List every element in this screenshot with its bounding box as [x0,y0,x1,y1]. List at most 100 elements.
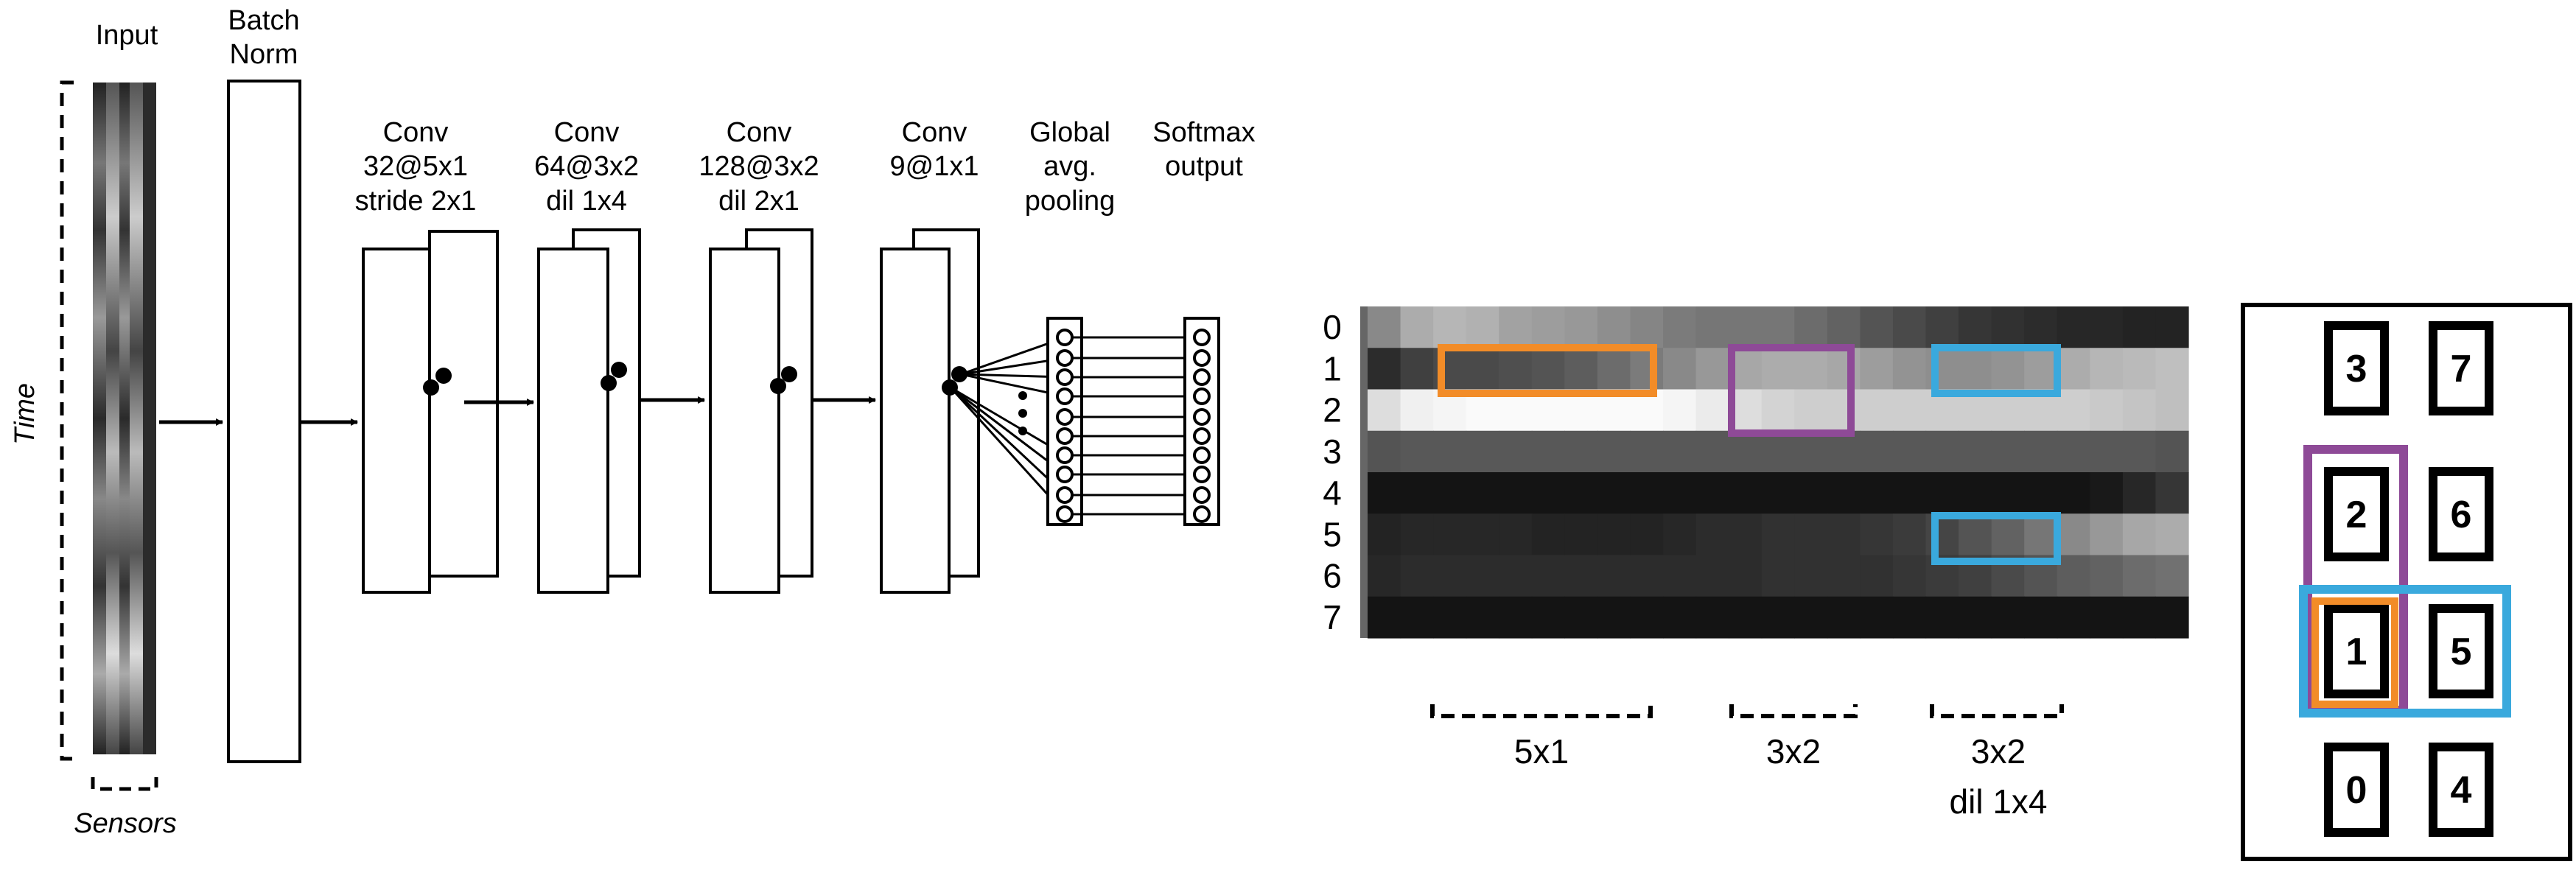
svg-text:9@1x1: 9@1x1 [890,151,979,182]
heatmap-cell [1663,555,1697,597]
heatmap-cell [1564,348,1598,390]
gap-nodes [1056,329,1074,523]
heatmap-cell [1991,596,2025,639]
heatmap-cell [1368,430,1401,473]
heatmap-cell [2122,596,2157,639]
svg-text:Conv: Conv [727,117,792,148]
heatmap-cell [1630,306,1664,348]
heatmap-cell [1729,596,1763,639]
heatmap-cell [1729,306,1763,348]
kernel-5x1-box [1438,344,1657,397]
heatmap-cell [1663,513,1697,556]
heatmap-cell [1761,430,1795,473]
heatmap-cell [1499,306,1533,348]
kernel-3x2-box [1728,344,1855,437]
heatmap-cell [1695,389,1729,432]
heatmap-cell [1827,389,1861,432]
heatmap-cell [1695,596,1729,639]
svg-text:output: output [1165,151,1243,182]
svg-text:dil 2x1: dil 2x1 [718,186,799,217]
heatmap-cell [1630,555,1664,597]
heatmap-cell [2057,306,2090,348]
svg-text:Conv: Conv [902,117,967,148]
heatmap-cell [1466,513,1499,556]
heatmap-cell [1794,472,1828,514]
heatmap-cell [1466,430,1499,473]
heatmap-cell [1564,596,1598,639]
pooling-node [1056,329,1074,346]
heatmap-axis-bar [1360,306,1368,638]
svg-text:64@3x2: 64@3x2 [534,151,639,182]
heatmap-cell [1531,348,1565,390]
heatmap-cell [1860,430,1894,473]
heatmap-cell [1827,596,1861,639]
heatmap-cell [1860,348,1894,390]
heatmap-cell [1433,513,1467,556]
heatmap-cell [1597,472,1631,514]
heatmap-cell [2090,596,2124,639]
heatmap-cell [1794,430,1828,473]
grid-orange-highlight [2311,597,2398,708]
sensors-bracket [91,777,158,791]
heatmap-cell [2090,472,2124,514]
kernel-label-3x2: 3x2 [1766,732,1821,771]
heatmap-cell [2090,555,2124,597]
sensor-cell [2429,321,2493,415]
heatmap-cell [1630,348,1664,390]
pooling-node [1056,427,1074,445]
heatmap-cell [1991,348,2025,390]
sensor-cell-label: 2 [2346,494,2367,536]
heatmap-cell [1761,472,1795,514]
kernel-label-dil: dil 1x4 [1950,782,2048,821]
kernel-brackets [1430,704,2064,718]
conv4-labels: Conv 9@1x1 [890,117,979,182]
conv2-block [537,228,641,594]
heatmap-cell [1860,555,1894,597]
input-signal [93,83,156,754]
heatmap-cell [1499,348,1533,390]
heatmap-cell [1597,306,1631,348]
heatmap-cell [1400,513,1434,556]
heatmap-row-label: 5 [1323,515,1342,553]
heatmap-cell [1991,513,2025,556]
heatmap-row-label: 4 [1323,474,1342,512]
heatmap-cell [1892,430,1927,473]
heatmap-cell [2122,513,2157,556]
heatmap-cell [1400,389,1434,432]
sensor-cell [2324,467,2389,561]
heatmap-cell [1400,430,1434,473]
heatmap-cell [2122,555,2157,597]
heatmap-cell [1695,472,1729,514]
svg-text:Global: Global [1029,117,1110,148]
heatmap-cell [1827,430,1861,473]
heatmap-cell [2024,348,2058,390]
heatmap-row-label: 1 [1323,349,1342,387]
heatmap-cell [1400,306,1434,348]
heatmap-cell [1925,513,1959,556]
heatmap-cell [1630,430,1664,473]
heatmap-cell [1827,513,1861,556]
svg-text:dil 1x4: dil 1x4 [546,186,627,217]
heatmap-cell [1794,306,1828,348]
heatmap-cell [1564,306,1598,348]
svg-text:avg.: avg. [1043,151,1096,182]
heatmap-cell [1827,555,1861,597]
heatmap-cell [2122,306,2157,348]
softmax-node [1193,349,1211,367]
pooling-node [1056,486,1074,504]
heatmap-cell [1827,472,1861,514]
heatmap-cell [2155,348,2189,390]
heatmap-cell [1925,596,1959,639]
heatmap-cell [1433,430,1467,473]
heatmap-cell [1466,348,1499,390]
heatmap-cell [2024,306,2058,348]
sensor-cell [2324,321,2389,415]
heatmap-cell [1860,472,1894,514]
heatmap-cell [1499,430,1533,473]
heatmap-cell [1630,513,1664,556]
heatmap-cell [2024,472,2058,514]
heatmap-cell [2122,472,2157,514]
time-bracket [60,80,74,761]
heatmap-cell [2024,513,2058,556]
heatmap-cell [1860,389,1894,432]
